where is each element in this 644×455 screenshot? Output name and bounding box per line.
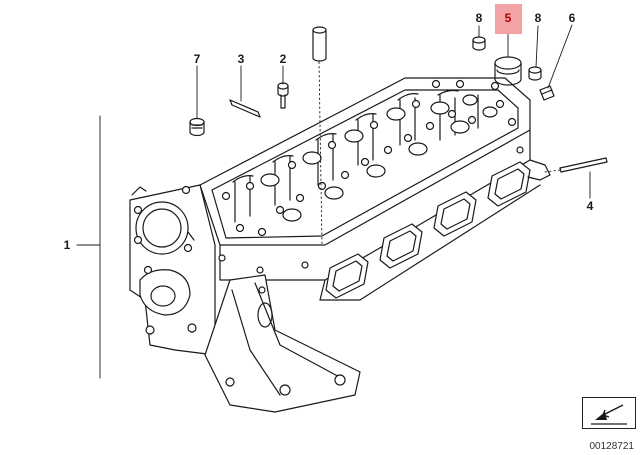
callout-5-highlight (495, 4, 522, 34)
cup-plug-part-5[interactable] (494, 56, 522, 86)
plug-part-7[interactable] (189, 117, 205, 137)
cylinder-head[interactable] (199, 77, 551, 301)
leader-lines (76, 24, 591, 379)
timing-end-housing[interactable] (129, 184, 216, 356)
callout-7[interactable]: 7 (193, 52, 201, 66)
callout-4[interactable]: 4 (586, 199, 594, 213)
stud-part-4[interactable] (544, 157, 608, 173)
sleeve-tube[interactable] (312, 26, 327, 246)
callout-5[interactable]: 5 (504, 11, 512, 25)
support-bracket[interactable] (204, 274, 361, 413)
catalog-number: 00128721 (589, 441, 635, 452)
callout-8-right[interactable]: 8 (534, 11, 542, 25)
cap-part-8-left[interactable] (472, 36, 486, 51)
sleeve-part-6[interactable] (539, 85, 555, 101)
nav-arrow-button[interactable] (582, 397, 636, 429)
callout-6[interactable]: 6 (568, 11, 576, 25)
cap-part-8-right[interactable] (528, 66, 542, 81)
callout-8-left[interactable]: 8 (475, 11, 483, 25)
callout-3[interactable]: 3 (237, 52, 245, 66)
stud-part-3[interactable] (229, 99, 261, 118)
bolt-part-2[interactable] (277, 82, 289, 109)
callout-2[interactable]: 2 (279, 52, 287, 66)
callout-1[interactable]: 1 (63, 238, 71, 252)
arrow-down-left-icon (591, 404, 627, 425)
